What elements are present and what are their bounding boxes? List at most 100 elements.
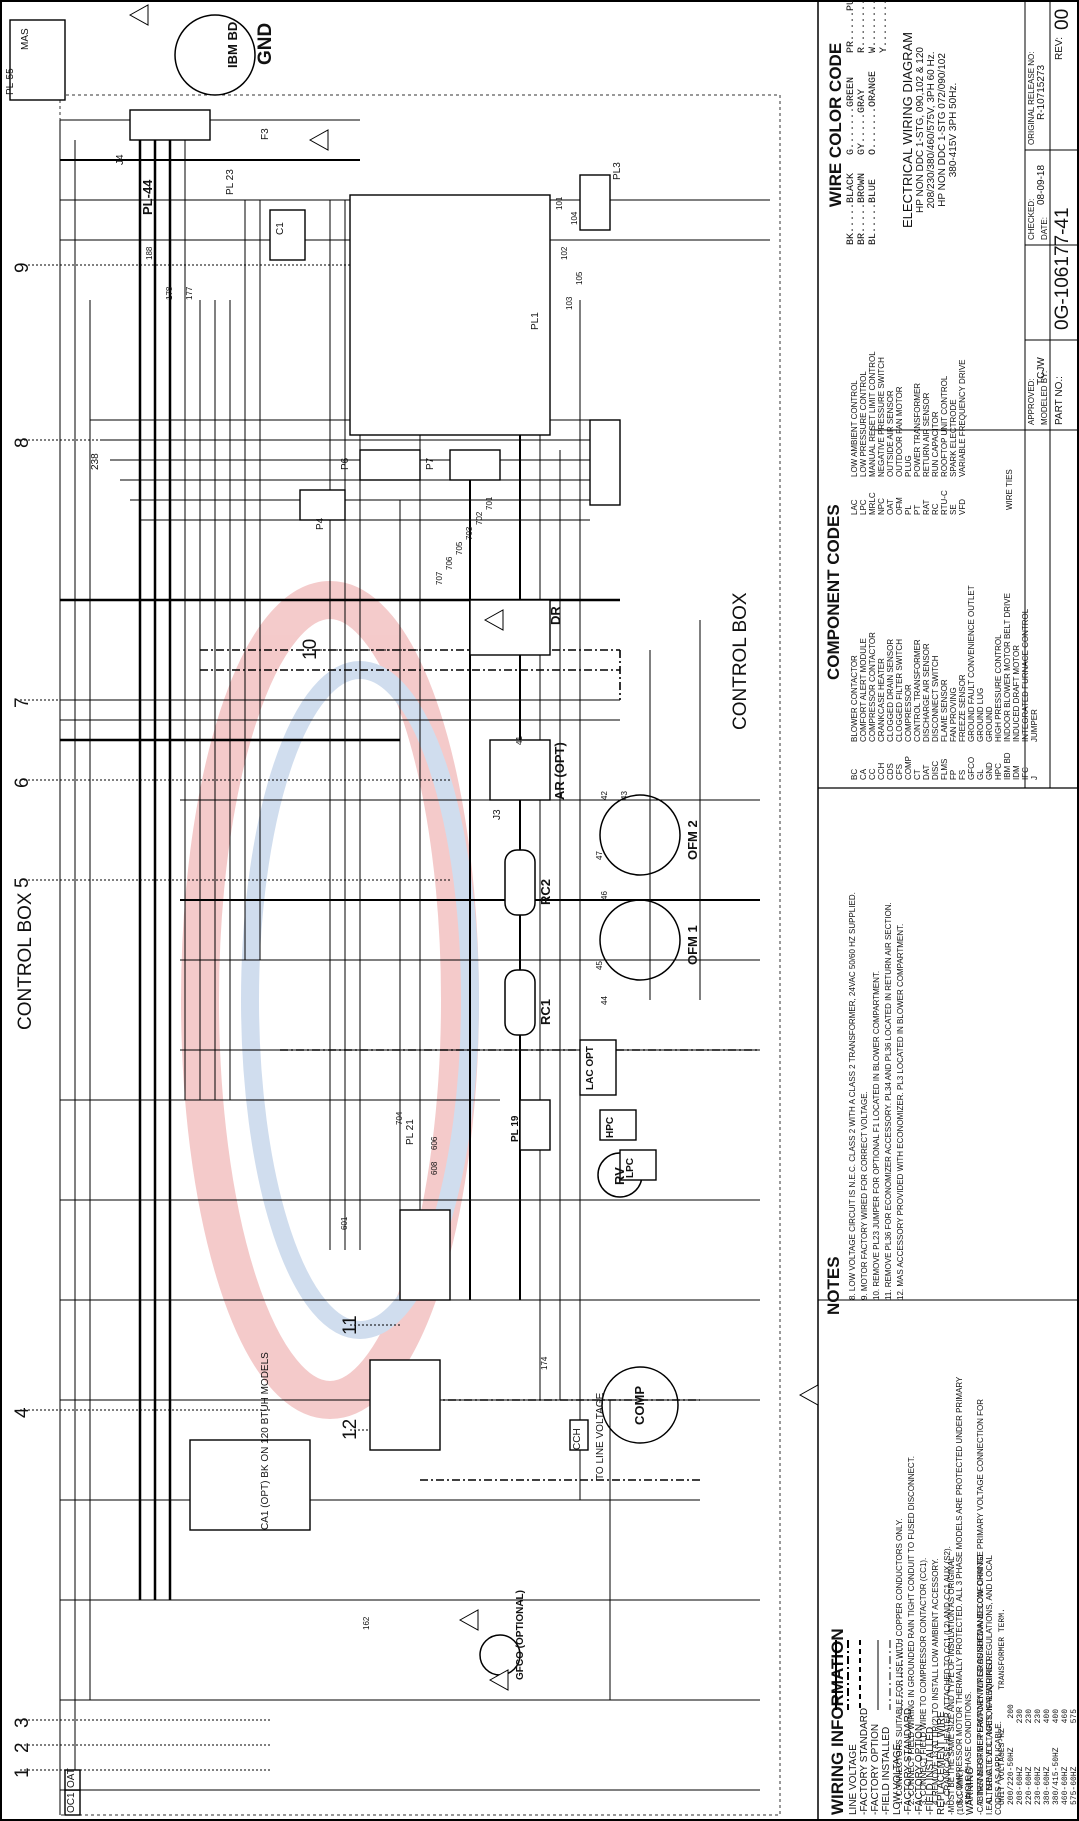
component-code-desc: COMPRESSOR: [904, 684, 913, 742]
run-capacitors: [504, 849, 536, 1036]
voltage-row: 460-60HZ 460: [1061, 1708, 1070, 1805]
component-code-desc: GROUND: [985, 706, 994, 742]
dr-relay: [469, 599, 551, 656]
wire-707: 707: [435, 571, 444, 585]
p7-plug: [449, 449, 501, 481]
voltage-row: 575-60HZ 575: [1070, 1708, 1079, 1805]
component-code-abbr: PL: [904, 505, 913, 515]
wire-color-code-title: WIRE COLOR CODE: [826, 42, 845, 208]
wiring-legend-samples: [835, 1640, 903, 1710]
wire-608: 608: [430, 1161, 439, 1175]
pl19-box: [519, 1099, 551, 1151]
gnd-label: GND: [255, 22, 276, 65]
ibm-bd-label: IBM BD: [225, 21, 240, 68]
note-item: 8. LOW VOLTAGE CIRCUIT IS N.E.C. CLASS 2…: [848, 892, 857, 1300]
wire-color-code: WIRE COLOR CODE BK.....BLACK G.......GRE…: [826, 0, 890, 245]
component-code-row: GFCOGROUND FAULT CONVENIENCE OUTLET: [967, 520, 976, 780]
pl55-label: PL-55: [5, 68, 16, 95]
component-code-desc: VARIABLE FREQUENCY DRIVE: [958, 359, 967, 477]
title-block-grid: [870, 1, 1078, 788]
component-code-abbr: RC: [931, 503, 940, 515]
rev-label: REV:: [1054, 37, 1065, 60]
component-code-row: CACOMFORT ALERT MODULE: [859, 520, 868, 780]
c1-label: C1: [275, 222, 286, 235]
replacement-text: -MUST BE THE SAME SIZE AND TYPE OF INSUL…: [947, 1556, 965, 1815]
component-code-abbr: J: [1030, 776, 1039, 780]
wire-178: 178: [165, 286, 174, 300]
component-code-abbr: FS: [958, 769, 967, 780]
component-code-desc: OUTDOOR FAN MOTOR: [895, 386, 904, 477]
wire-ties-label: WIRE TIES: [1005, 469, 1014, 510]
contactor-2: [399, 1209, 451, 1301]
component-code-abbr: IFC: [1021, 767, 1030, 780]
part-no-label: PART NO.:: [1054, 376, 1065, 425]
component-code-abbr: NPC: [877, 498, 886, 515]
component-code-desc: MANUAL RESET LIMIT CONTROL: [868, 351, 877, 477]
component-code-abbr: FP: [949, 769, 958, 780]
voltage-row: 380-60HZ 400: [1043, 1708, 1052, 1805]
component-boxes: [9, 19, 657, 1816]
component-code-desc: LOW AMBIENT CONTROL: [850, 380, 859, 477]
lac-box: [579, 1039, 617, 1096]
component-code-abbr: HPC: [994, 763, 1003, 780]
replacement-label: REPLACEMENT WIRE: [936, 1711, 947, 1815]
component-code-abbr: CFS: [895, 764, 904, 780]
wire-104: 104: [570, 211, 579, 225]
ibm-bd-motor: [174, 14, 256, 96]
voltage-row: 220-60HZ 230: [1025, 1708, 1034, 1805]
component-code-abbr: GND: [985, 762, 994, 780]
p6-label: P6: [340, 457, 351, 470]
marker-2: 2: [12, 1742, 33, 1753]
wire-44: 44: [600, 996, 609, 1005]
component-code-row: HPCHIGH PRESSURE CONTROL: [994, 520, 1003, 780]
diagram-title-line-1: ELECTRICAL WIRING DIAGRAM: [900, 32, 915, 228]
pl3-top-label: PL3: [612, 162, 623, 180]
pl3-plug: [589, 419, 621, 506]
wire-102: 102: [560, 246, 569, 260]
hpc-box: [599, 1109, 637, 1141]
j3-label: J3: [492, 809, 503, 820]
warning-label: WARNING: [965, 1767, 976, 1815]
component-code-abbr: OAT: [886, 499, 895, 515]
component-code-row: NPCNEGATIVE PRESSURE SWITCH: [877, 315, 886, 515]
component-code-desc: GROUND LUG: [976, 687, 985, 742]
pl21-label: PL 21: [405, 1119, 416, 1145]
component-code-desc: GROUND FAULT CONVENIENCE OUTLET: [967, 585, 976, 742]
marker-4: 4: [12, 1407, 33, 1418]
component-code-abbr: SE: [949, 504, 958, 515]
rv-label: RV: [612, 1167, 627, 1185]
wire-705: 705: [455, 541, 464, 555]
oc1-label: OC1: [66, 1792, 77, 1813]
approved-label: APPROVED:: [1027, 378, 1036, 425]
ofm2-label: OFM 2: [685, 820, 700, 860]
date-value: 08-09-18: [1036, 164, 1047, 205]
wire-702: 702: [475, 511, 484, 525]
ofm1-motor: [599, 899, 681, 981]
wire-606: 606: [430, 1136, 439, 1150]
comp-label: COMP: [632, 1386, 647, 1425]
p6-plug: [359, 449, 421, 481]
component-code-row: FLMSFLAME SENSOR: [940, 520, 949, 780]
part-no-value: 0G-106177-41: [1052, 207, 1073, 330]
wire-174: 174: [540, 1356, 549, 1370]
component-code-row: RCRUN CAPACITOR: [931, 315, 940, 516]
wire-color-row-3: BL.....BLUE O.......ORANGE W........WHIT…: [868, 0, 879, 245]
component-code-row: RTU-CROOFTOP UNIT CONTROL: [940, 315, 949, 515]
component-code-desc: FLAME SENSOR: [940, 679, 949, 742]
wire-177: 177: [185, 286, 194, 300]
component-codes-title: COMPONENT CODES: [824, 504, 843, 680]
gfco-outlet: [479, 1634, 521, 1676]
marker-9: 9: [12, 262, 33, 273]
component-code-abbr: RTU-C: [940, 490, 949, 515]
marker-3: 3: [12, 1717, 33, 1728]
component-code-abbr: IBM BD: [1003, 752, 1012, 780]
wire-color-row-2: BR.....BROWN GY.....GRAY R........RED: [857, 0, 868, 245]
component-code-row: IFCINTEGRATED FURNACE CONTROL: [1021, 520, 1030, 780]
diagram-title-line-5: 380-415V 3PH 50Hz.: [948, 82, 959, 178]
note-item: 12. MAS ACCESSORY PROVIDED WITH ECONOMIZ…: [896, 923, 905, 1300]
cch-box: [569, 1419, 589, 1451]
component-code-row: OFMOUTDOOR FAN MOTOR: [895, 315, 904, 515]
pl3b-plug: [579, 174, 611, 231]
rc1-label: RC1: [538, 998, 553, 1025]
